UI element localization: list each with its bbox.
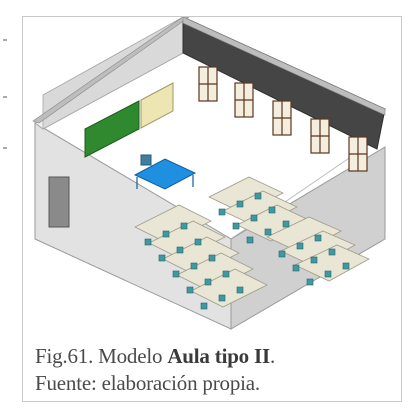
page-edge-marks <box>3 39 7 149</box>
caption-title-line: Fig.61. Modelo Aula tipo II. <box>35 343 395 370</box>
chairs-group-right <box>218 192 350 286</box>
teacher-chair <box>140 154 152 166</box>
whiteboard <box>140 82 174 129</box>
door <box>48 176 70 228</box>
desks-group-right <box>208 176 370 282</box>
chalkboard <box>84 100 140 158</box>
caption-suffix: . <box>269 344 276 368</box>
windows <box>198 66 368 172</box>
wall-top-rim <box>32 17 190 124</box>
figure-caption: Fig.61. Modelo Aula tipo II. Fuente: ela… <box>35 343 395 397</box>
teacher-desk <box>133 158 197 190</box>
caption-prefix: Fig.61. Modelo <box>35 344 168 368</box>
desks-group-left <box>134 204 268 308</box>
chairs-group-left <box>144 222 244 310</box>
wall-top-rim-right <box>182 17 386 116</box>
caption-bold-title: Aula tipo II <box>167 344 270 368</box>
figure-frame: Fig.61. Modelo Aula tipo II. Fuente: ela… <box>22 16 402 402</box>
classroom-model-illustration <box>32 17 386 330</box>
caption-source-line: Fuente: elaboración propia. <box>35 371 260 395</box>
